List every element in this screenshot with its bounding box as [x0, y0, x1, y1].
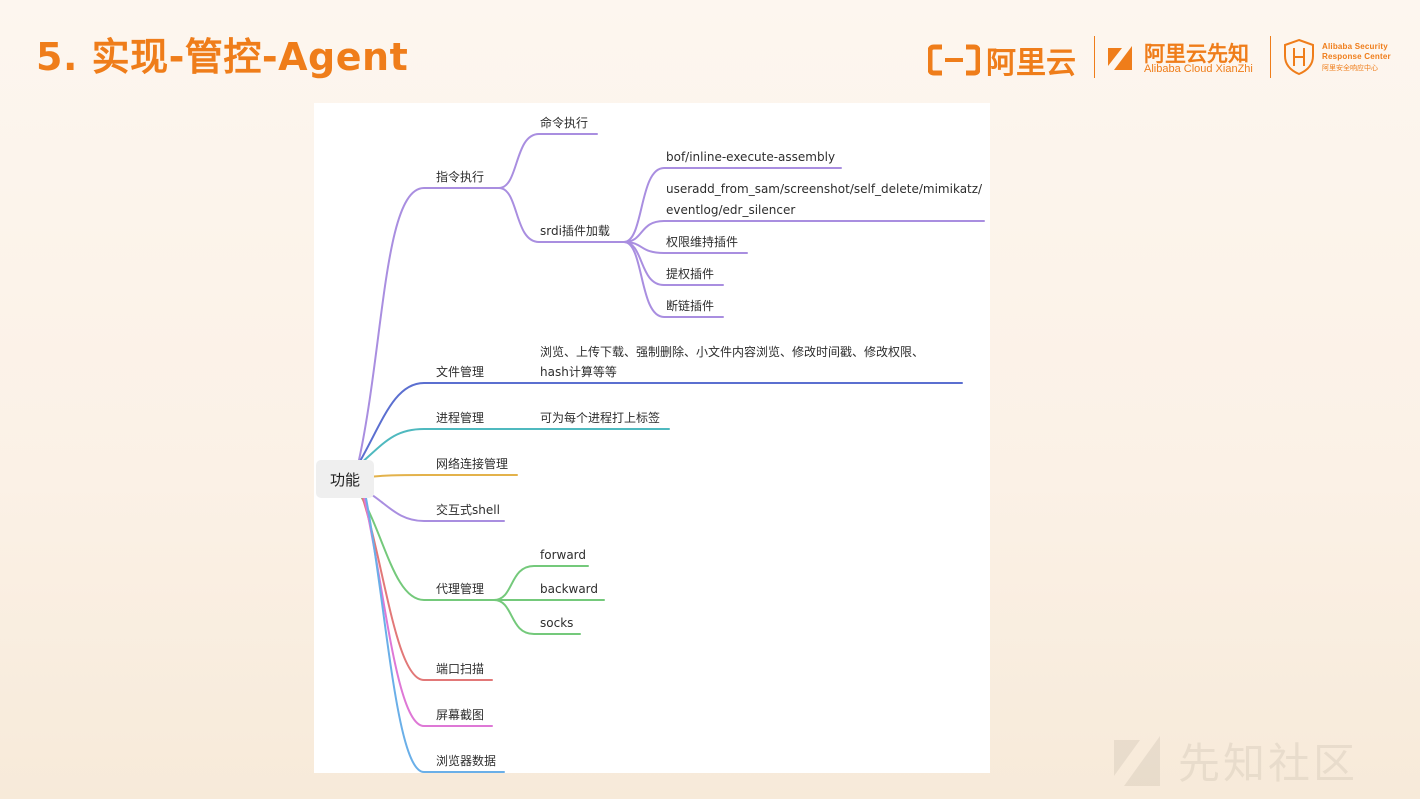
node-exec: 命令执行 — [540, 116, 589, 130]
node-file-detail-line2: hash计算等等 — [540, 365, 617, 379]
aliyun-logo: 阿里云 — [927, 38, 1076, 82]
edge-srdi — [498, 187, 625, 243]
node-browser: 浏览器数据 — [436, 754, 497, 768]
edge-exec — [498, 133, 598, 189]
node-persist: 权限维持插件 — [666, 235, 739, 249]
node-forward: forward — [540, 548, 587, 562]
node-network: 网络连接管理 — [436, 457, 509, 471]
node-portscan: 端口扫描 — [436, 662, 485, 676]
brand-logos: 阿里云 阿里云先知 Alibaba Cloud XianZhi Alibaba … — [927, 34, 1391, 82]
watermark-text: 先知社区 — [1178, 738, 1359, 788]
logo-divider — [1094, 36, 1095, 78]
node-chain: 断链插件 — [666, 299, 715, 313]
edge-bof — [623, 167, 842, 243]
node-file: 文件管理 — [436, 365, 485, 379]
edge-socks — [493, 599, 581, 635]
node-proxy: 代理管理 — [436, 582, 485, 596]
edge-file — [358, 382, 963, 464]
node-file-detail-line1: 浏览、上传下载、强制删除、小文件内容浏览、修改时间戳、修改权限、 — [540, 345, 925, 359]
node-useradd-line1: useradd_from_sam/screenshot/self_delete/… — [666, 182, 983, 196]
node-screenshot: 屏幕截图 — [436, 708, 485, 722]
aliyun-mark-icon — [927, 44, 981, 76]
node-bof: bof/inline-execute-assembly — [666, 150, 836, 164]
xianzhi-mark-icon — [1108, 46, 1132, 70]
asrc-line1: Alibaba Security — [1322, 42, 1388, 51]
node-privesc: 提权插件 — [666, 267, 715, 281]
edge-browser — [365, 497, 505, 773]
xianzhi-english: Alibaba Cloud XianZhi — [1144, 63, 1253, 75]
node-backward: backward — [540, 582, 599, 596]
node-socks: socks — [540, 616, 574, 630]
node-process: 进程管理 — [436, 411, 485, 425]
xianzhi-watermark-icon — [1114, 736, 1160, 786]
node-srdi: srdi插件加载 — [540, 224, 610, 238]
node-shell: 交互式shell — [436, 503, 500, 517]
aliyun-wordmark: 阿里云 — [986, 46, 1076, 81]
node-process-detail: 可为每个进程打上标签 — [540, 411, 661, 425]
edge-process — [358, 428, 670, 466]
edge-network — [358, 474, 518, 479]
edge-chain — [623, 241, 724, 318]
logo-divider — [1270, 36, 1271, 78]
shield-icon — [1284, 38, 1314, 76]
node-useradd-line2: eventlog/edr_silencer — [666, 203, 796, 217]
edge-forward — [493, 565, 589, 601]
mind-map-connectors — [358, 133, 985, 773]
node-cmd: 指令执行 — [436, 170, 485, 184]
asrc-chinese: 阿里安全响应中心 — [1322, 64, 1378, 72]
xianzhi-wordmark: 阿里云先知 — [1144, 42, 1249, 66]
mind-map: 功能 指令执行 命令执行 srdi插件加载 bof/inline-execute… — [314, 103, 990, 773]
page-title: 5. 实现-管控-Agent — [36, 35, 409, 79]
mindmap-root: 功能 — [316, 460, 374, 498]
watermark: 先知社区 — [1110, 728, 1410, 792]
edge-useradd — [623, 220, 985, 243]
edge-cmd — [358, 187, 500, 461]
asrc-line2: Response Center — [1322, 52, 1391, 61]
